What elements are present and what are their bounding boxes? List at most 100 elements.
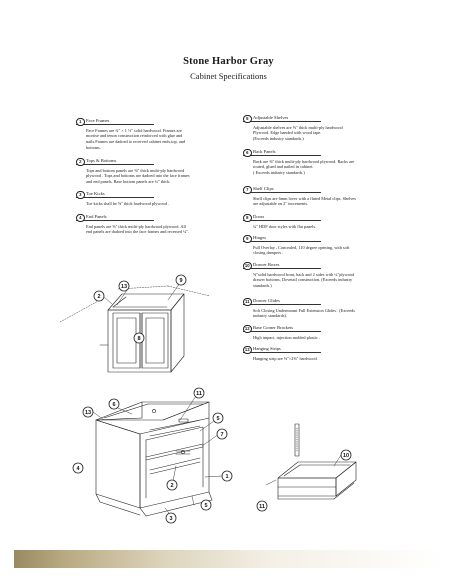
spec-body: High impact, injection molded plastic . xyxy=(243,335,413,341)
callout-6-base: 6 xyxy=(108,398,120,410)
callout-badge: 1 xyxy=(76,117,85,126)
callout-label: 2 xyxy=(170,483,173,489)
spec-line: mortise and tenon construction reinforce… xyxy=(86,133,183,139)
callout-badge: 5 xyxy=(243,114,252,123)
callout-11-drawer: 11 xyxy=(256,500,268,512)
spec-line: Plywood. Edge banded with wood tape. xyxy=(253,130,322,136)
callout-badge: 9 xyxy=(243,234,252,243)
spec-line: Face Frames are ¾" × 1 ½" solid hardwood… xyxy=(86,127,182,133)
spec-line: Shelf clips are 6mm lover with a fluted … xyxy=(253,195,356,201)
callout-label: 5 xyxy=(216,416,219,422)
spec-line: Hanging strip are ⅜"×2⅜" hardwood. xyxy=(253,355,318,361)
spec-line: Full Overlay , Concealed, 110 degree ope… xyxy=(253,244,350,250)
spec-line: routed, glued and nailed in cabinet. xyxy=(253,164,314,170)
spec-body: Face Frames are ¾" × 1 ½" solid hardwood… xyxy=(76,128,246,151)
callout-2-wall: 2 xyxy=(93,290,105,302)
spec-heading-text: Toe Kicks xyxy=(86,191,105,196)
callout-7-base: 7 xyxy=(216,428,228,440)
footer-gradient-bar xyxy=(14,550,443,568)
spec-line: end panels are dadoed into the face fram… xyxy=(86,229,190,235)
callout-label: 13 xyxy=(85,410,91,416)
callout-8-wall: 8 xyxy=(133,332,145,344)
callout-3-base: 3 xyxy=(165,512,177,524)
spec-body: Hanging strip are ⅜"×2⅜" hardwood. xyxy=(243,356,413,362)
callout-5b-base: 5 xyxy=(200,499,212,511)
callout-badge: 6 xyxy=(243,148,252,157)
spec-line: bottoms. xyxy=(86,144,101,150)
spec-heading-text: End Panels xyxy=(86,214,107,219)
callout-badge: 2 xyxy=(76,157,85,166)
spec-line: plywood . Tops and bottoms are dadoed in… xyxy=(86,173,190,179)
callouts: 13 2 9 8 6 13 11 5 7 4 2 1 3 5 10 11 xyxy=(72,274,352,524)
callout-9-wall: 9 xyxy=(175,274,187,286)
base-cabinet-drawing xyxy=(95,401,213,517)
spec-line: ( Exceeds industry standards.) xyxy=(253,170,305,176)
spec-heading-text: Adjustable Shelves xyxy=(253,115,289,120)
callout-badge: 3 xyxy=(76,190,85,199)
callout-1-base: 1 xyxy=(221,470,233,482)
callout-5-base: 5 xyxy=(212,412,224,424)
spec-heading-text: Back Panels xyxy=(253,149,276,154)
callout-label: 6 xyxy=(112,402,115,408)
callout-badge: 10 xyxy=(243,261,252,270)
callout-11-base: 11 xyxy=(193,387,205,399)
spec-line: ⅝"solid hardwood front, back and 2 sides… xyxy=(253,271,355,277)
spec-line: standards.) xyxy=(253,283,272,289)
callout-label: 5 xyxy=(204,503,207,509)
spec-body: ¾" HDF door styles with flat panels. xyxy=(243,224,413,230)
callout-label: 11 xyxy=(196,391,202,397)
spec-heading-text: Hinges xyxy=(253,235,267,240)
spec-line: and end panels. Base bottom panels are ¾… xyxy=(86,179,171,185)
page-subtitle: Cabinet Specifications xyxy=(190,71,267,81)
spec-body: Tops and bottom panels are ⅝" thick mult… xyxy=(76,168,246,185)
spec-heading-text: Face Frames xyxy=(86,118,110,123)
spec-line: Back are ⅜" thick multi-ply hardwood ply… xyxy=(253,158,355,164)
callout-badge: 7 xyxy=(243,185,252,194)
spec-heading-text: Drawer Glides xyxy=(253,298,280,303)
spec-heading-text: Base Corner Brackets xyxy=(253,325,294,330)
callout-badge: 13 xyxy=(243,345,252,354)
spec-heading-text: Doors xyxy=(253,214,265,219)
spec-line: (Exceeds industry standards.) xyxy=(253,136,304,142)
spec-body: Adjustable shelves are ⅝" thick multi-pl… xyxy=(243,125,413,142)
spec-line: are adjustable on 2" increments. xyxy=(253,201,309,207)
callout-10-drawer: 10 xyxy=(340,449,352,461)
callout-badge: 8 xyxy=(243,213,252,222)
spec-body: Shelf clips are 6mm lover with a fluted … xyxy=(243,196,413,208)
spec-heading-text: Tops & Bottoms xyxy=(86,158,117,163)
spec-line: closing dampers . xyxy=(253,250,284,256)
callout-13-wall: 13 xyxy=(118,280,130,292)
spec-line: nails.Frames are dadoed to received cabi… xyxy=(86,139,186,145)
spec-body: Full Overlay , Concealed, 110 degree ope… xyxy=(243,245,413,257)
spec-line: Soft Closing Undermount Full Extension G… xyxy=(253,307,355,313)
spec-heading-text: Hanging Strips xyxy=(253,346,281,351)
spec-body: ⅝"solid hardwood front, back and 2 sides… xyxy=(243,272,413,289)
spec-line: drawer bottoms, Dovetail construction. (… xyxy=(253,277,353,283)
callout-label: 10 xyxy=(343,453,349,459)
spec-line: Toe kicks shall be ⅝" thick hardwood ply… xyxy=(86,200,170,206)
callout-badge: 11 xyxy=(243,297,252,306)
callout-label: 2 xyxy=(97,294,100,300)
callout-label: 7 xyxy=(220,432,223,438)
callout-4-base: 4 xyxy=(72,462,84,474)
drawer-glide-drawing xyxy=(294,423,300,457)
spec-line: ¾" HDF door styles with flat panels. xyxy=(253,223,317,229)
